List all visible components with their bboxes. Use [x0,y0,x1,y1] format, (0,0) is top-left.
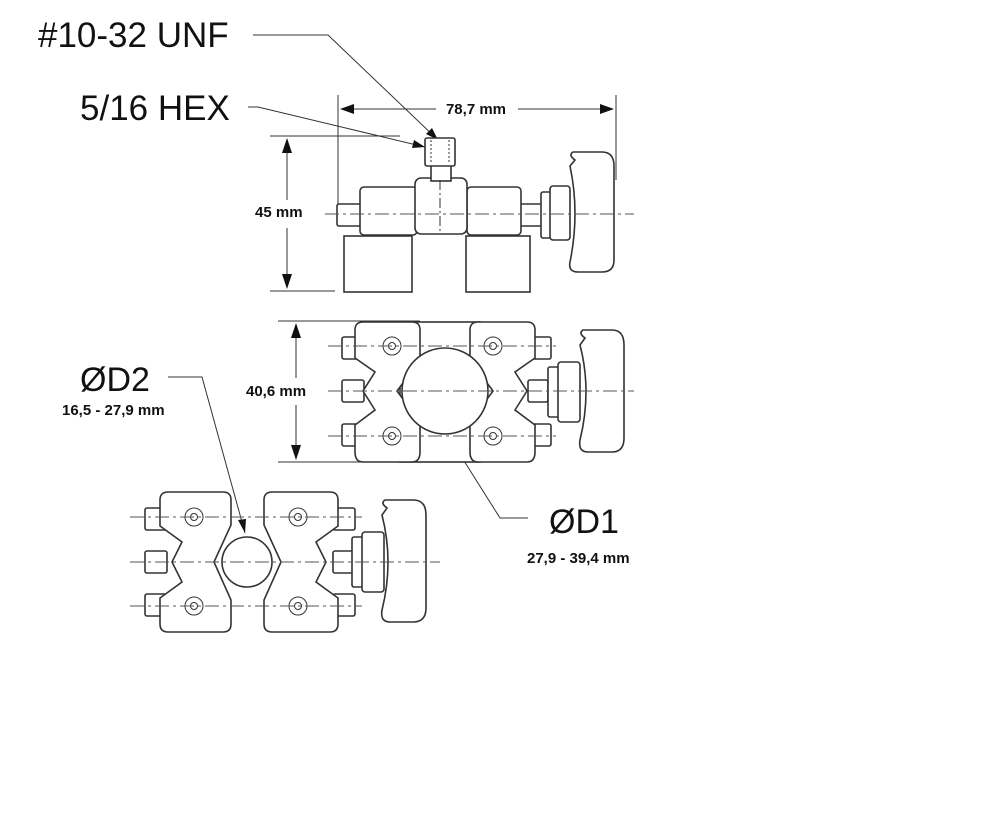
bottom-view-knob [380,499,427,623]
side-view [325,137,634,293]
height-dimension [270,135,400,292]
d2-callout-label: ØD2 [80,361,150,399]
center-hub [414,177,468,235]
depth-dimension [278,320,420,463]
top-view-knob [578,329,625,453]
left-jaw-block [343,235,413,293]
depth-dimension-label: 40,6 mm [246,383,306,400]
hex-leader [248,106,426,148]
width-dimension-label: 78,7 mm [446,101,506,118]
hex-collar [430,164,452,182]
threaded-stud [424,137,456,167]
height-dimension-label: 45 mm [255,204,303,221]
d2-range-label: 16,5 - 27,9 mm [62,402,165,419]
d1-range-label: 27,9 - 39,4 mm [527,550,630,567]
d1-callout-label: ØD1 [549,503,619,541]
knob-collar [549,185,571,241]
thread-callout-label: #10-32 UNF [38,16,229,55]
d2-tube-section [221,536,273,588]
top-view [328,321,634,463]
width-dimension [337,95,617,210]
left-clamp-body [359,186,418,236]
thread-leader [253,34,439,141]
d2-leader [168,376,246,534]
top-view-right-jaw [469,321,536,463]
right-clamp-body [466,186,522,236]
hex-callout-label: 5/16 HEX [80,89,230,128]
right-jaw-block [465,235,531,293]
bottom-view-left-jaw [159,491,232,633]
top-view-left-jaw [354,321,421,463]
thumb-knob [568,151,615,273]
bottom-view [130,491,440,633]
